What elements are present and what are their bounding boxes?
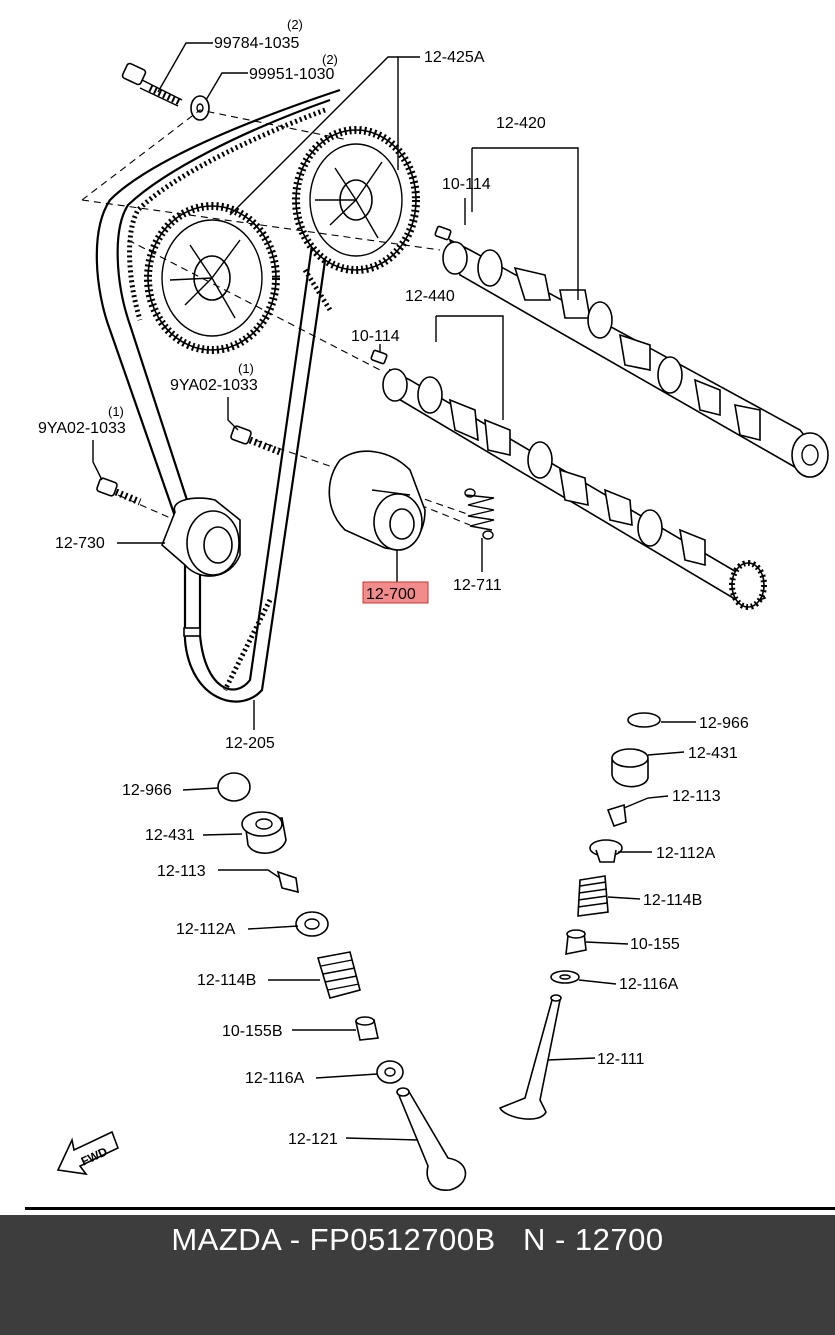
label-12-113-left: 12-113: [157, 863, 206, 880]
label-99951-qty: (2): [322, 52, 338, 67]
spring-retainer-12-112a-right[interactable]: [589, 839, 623, 863]
idler-pulley-12-730[interactable]: [161, 497, 241, 577]
label-12-116a-left: 12-116A: [245, 1070, 305, 1087]
label-12-431-left: 12-431: [145, 827, 195, 844]
label-12-440: 12-440: [405, 288, 455, 305]
tensioner-pulley-12-700[interactable]: [328, 450, 426, 551]
sprocket-washer-99951[interactable]: [190, 95, 210, 121]
label-12-425a: 12-425A: [424, 49, 485, 66]
tensioner-spring-12-711[interactable]: [464, 488, 495, 540]
label-12-966-left: 12-966: [122, 782, 172, 799]
label-99784-1035: 99784-1035: [214, 35, 300, 52]
label-12-711: 12-711: [453, 577, 502, 594]
timing-belt[interactable]: [95, 88, 341, 703]
leader-lines: [92, 42, 696, 1141]
intake-valve-12-121[interactable]: [396, 1087, 467, 1191]
label-9ya02-left-qty: (1): [108, 404, 124, 419]
label-12-114b-left: 12-114B: [197, 972, 256, 989]
footer-bar: [0, 1215, 835, 1335]
valve-seal-10-155-right[interactable]: [565, 929, 587, 955]
left-cam-sprocket[interactable]: [144, 202, 280, 354]
label-9ya02-right-qty: (1): [238, 361, 254, 376]
label-12-112a-left: 12-112A: [176, 921, 236, 938]
label-10-155b-left: 10-155B: [222, 1023, 283, 1040]
valve-seal-10-155b-left[interactable]: [355, 1016, 379, 1041]
shim-12-966-left[interactable]: [217, 772, 251, 802]
footer-divider: [25, 1207, 835, 1210]
label-99784-qty: (2): [287, 17, 303, 32]
forward-arrow-icon: FWD: [56, 1130, 120, 1176]
label-12-420: 12-420: [496, 115, 546, 132]
label-12-121: 12-121: [288, 1131, 338, 1148]
label-12-111: 12-111: [597, 1051, 645, 1068]
valve-spring-12-114b-left[interactable]: [316, 951, 361, 999]
part-labels: (2) 99784-1035 (2) 99951-1030 12-425A 12…: [38, 17, 749, 1148]
label-12-114b-right: 12-114B: [643, 892, 702, 909]
idler-bolt-left-9ya02[interactable]: [96, 477, 142, 506]
right-cam-sprocket[interactable]: [292, 126, 420, 274]
exhaust-valve-12-111[interactable]: [498, 994, 562, 1120]
intake-dowel-10-114[interactable]: [434, 225, 452, 241]
part-number-caption: MAZDA - FP0512700B N - 12700: [171, 1222, 664, 1257]
label-9ya02-1033-right: 9YA02-1033: [170, 377, 258, 394]
valve-spring-12-114b-right[interactable]: [577, 875, 609, 917]
intake-camshaft-12-420[interactable]: [442, 238, 829, 478]
label-12-966-right: 12-966: [699, 715, 749, 732]
label-12-116a-right: 12-116A: [619, 976, 679, 993]
sprocket-bolt-99784[interactable]: [121, 62, 183, 107]
spring-retainer-12-112a-left[interactable]: [295, 911, 329, 937]
tappet-12-431-right[interactable]: [611, 748, 649, 788]
label-10-114-mid: 10-114: [351, 328, 400, 345]
valve-keeper-12-113-right[interactable]: [606, 803, 627, 828]
label-12-730: 12-730: [55, 535, 105, 552]
label-10-114-top: 10-114: [442, 176, 491, 193]
tappet-12-431-left[interactable]: [241, 811, 287, 854]
label-9ya02-1033-left: 9YA02-1033: [38, 420, 126, 437]
label-12-113-right: 12-113: [672, 788, 721, 805]
shim-12-966-right[interactable]: [627, 712, 661, 728]
label-99951-1030: 99951-1030: [249, 66, 335, 83]
exhaust-dowel-10-114[interactable]: [370, 349, 388, 365]
label-12-112a-right: 12-112A: [656, 845, 716, 862]
spring-seat-12-116a-right[interactable]: [550, 970, 580, 984]
label-10-155-right: 10-155: [630, 936, 680, 953]
label-12-205: 12-205: [225, 735, 275, 752]
tensioner-bolt-right-9ya02[interactable]: [230, 425, 282, 456]
exhaust-camshaft-12-440[interactable]: [382, 368, 767, 610]
valve-keeper-12-113-left[interactable]: [276, 870, 299, 894]
highlight-box-12-700: [362, 581, 429, 604]
label-12-700: 12-700: [366, 586, 416, 603]
spring-seat-12-116a-left[interactable]: [376, 1060, 404, 1084]
parts-diagram: FWD (2): [38, 17, 829, 1191]
label-12-431-right: 12-431: [688, 745, 738, 762]
